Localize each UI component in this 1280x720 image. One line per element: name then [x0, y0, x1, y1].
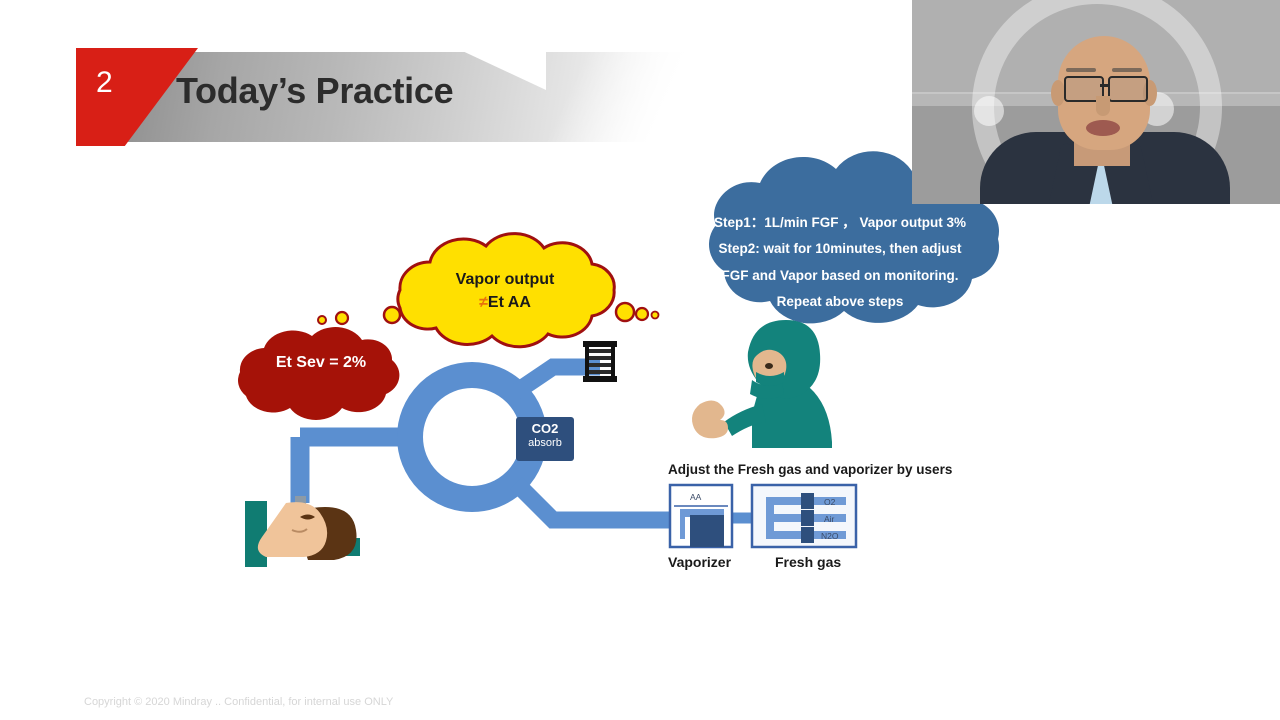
slide-number-text: 2: [96, 66, 113, 99]
fresh-gas-unit: [750, 483, 858, 549]
co2-absorber-label: CO2 absorb: [518, 419, 572, 459]
vaporizer-label: Vaporizer: [668, 554, 732, 570]
page-title: Today’s Practice: [176, 70, 454, 111]
gas-label-air: Air: [824, 514, 835, 524]
adjust-instruction-caption: Adjust the Fresh gas and vaporizer by us…: [668, 462, 953, 477]
patient-figure: [245, 496, 360, 567]
co2-label-line-1: CO2: [531, 421, 559, 436]
co2-absorber-box: [516, 417, 574, 461]
co2-label-line-2: absorb: [528, 436, 562, 449]
vaporizer-agent-label: AA: [690, 492, 702, 502]
fresh-gas-label: Fresh gas: [775, 554, 842, 570]
speaker-mouth: [1086, 120, 1120, 136]
eyeglasses-bridge: [1100, 84, 1110, 87]
speaker-ear-left: [1051, 80, 1065, 106]
gas-label-n2o: N2O: [821, 531, 839, 541]
red-etsev-cloud: [238, 327, 400, 421]
eyeglasses-lens-right: [1108, 76, 1148, 102]
yellow-vapor-cloud: [317, 232, 660, 349]
webcam-video-overlay[interactable]: [912, 0, 1280, 204]
webcam-backdrop-logo-dot-left: [974, 96, 1004, 126]
speaker-nose: [1096, 96, 1110, 116]
copyright-footer: Copyright © 2020 Mindray .. Confidential…: [84, 696, 394, 708]
vaporizer-unit: [668, 483, 734, 549]
speaker-eyebrow-left: [1066, 68, 1096, 72]
bellows-icon: [583, 341, 617, 382]
gas-label-o2: O2: [824, 497, 836, 507]
speaker-eyebrow-right: [1112, 68, 1142, 72]
slide-title-banner: 2 Today’s Practice: [76, 48, 876, 146]
clinician-figure: [692, 320, 832, 448]
